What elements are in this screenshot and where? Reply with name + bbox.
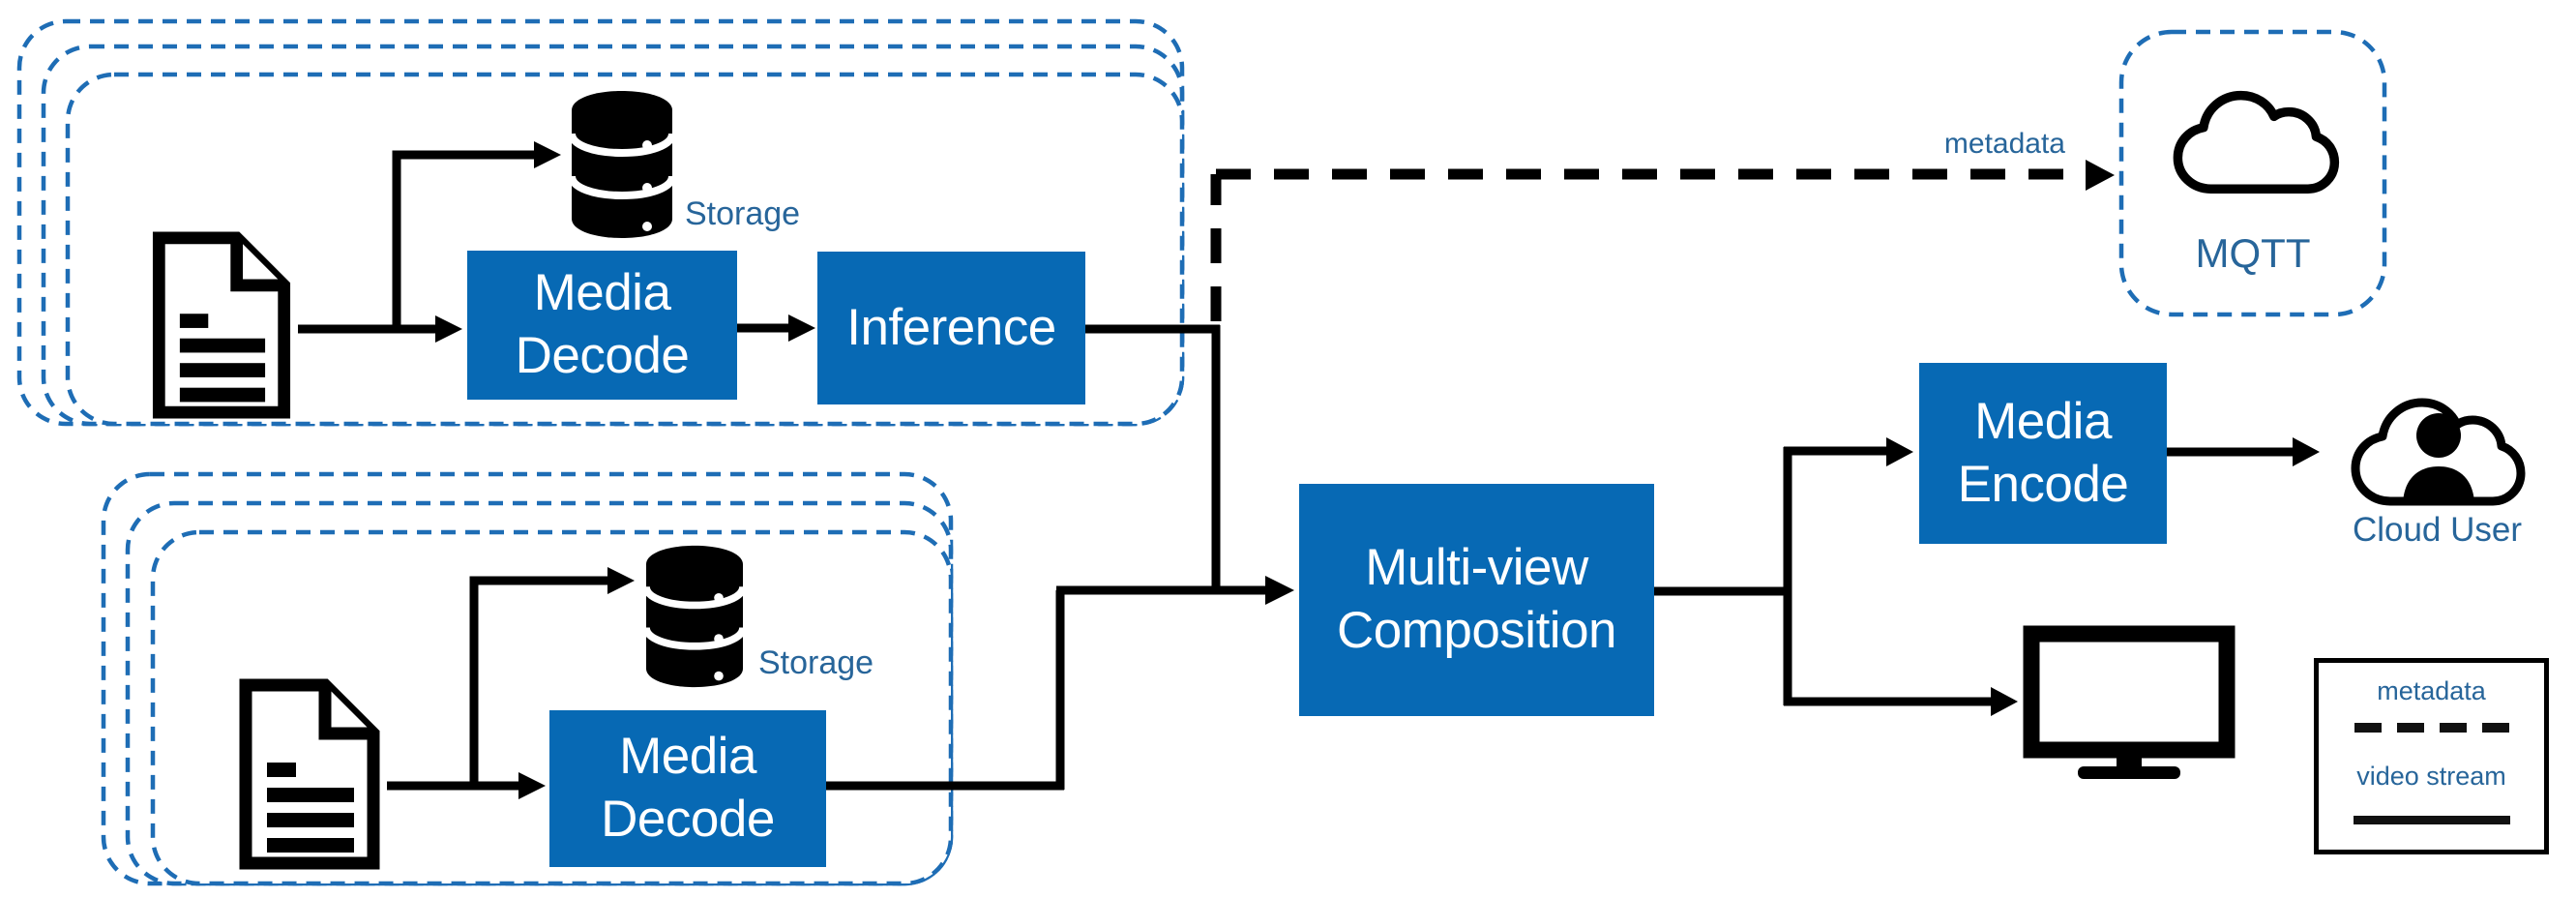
mqtt-label: MQTT xyxy=(2195,230,2311,276)
storage-label: Storage xyxy=(758,644,874,681)
document-icon xyxy=(232,677,387,876)
monitor-icon xyxy=(2022,624,2236,784)
cloud-user-label: Cloud User xyxy=(2352,511,2523,549)
wires-composition xyxy=(1056,325,2018,716)
media-encode-box: Media Encode xyxy=(1919,363,2167,544)
database-icon xyxy=(638,544,751,694)
cloud-icon xyxy=(2167,77,2341,208)
storage-label: Storage xyxy=(685,195,801,232)
legend-metadata-label: metadata xyxy=(2377,676,2486,705)
multiview-composition-box: Multi-view Composition xyxy=(1299,484,1654,716)
media-decode-box: Media Decode xyxy=(549,710,826,867)
legend-video-stream-line-sample xyxy=(2353,816,2510,824)
cloud-user-icon xyxy=(2343,385,2532,511)
metadata-flow-label: metadata xyxy=(1943,128,2065,160)
wire-encode-to-cloud xyxy=(2167,437,2320,466)
inference-box: Inference xyxy=(817,252,1085,404)
legend-video-stream-label: video stream xyxy=(2356,762,2506,791)
legend: metadata video stream xyxy=(2314,658,2549,854)
document-icon xyxy=(145,230,298,425)
wires-top-pipeline xyxy=(298,141,1220,343)
database-icon xyxy=(566,89,678,245)
legend-metadata-line-sample xyxy=(2354,723,2509,733)
wires-bottom-pipeline xyxy=(387,567,1065,799)
wire-metadata-flow xyxy=(1210,160,2115,321)
media-decode-box: Media Decode xyxy=(467,251,737,400)
